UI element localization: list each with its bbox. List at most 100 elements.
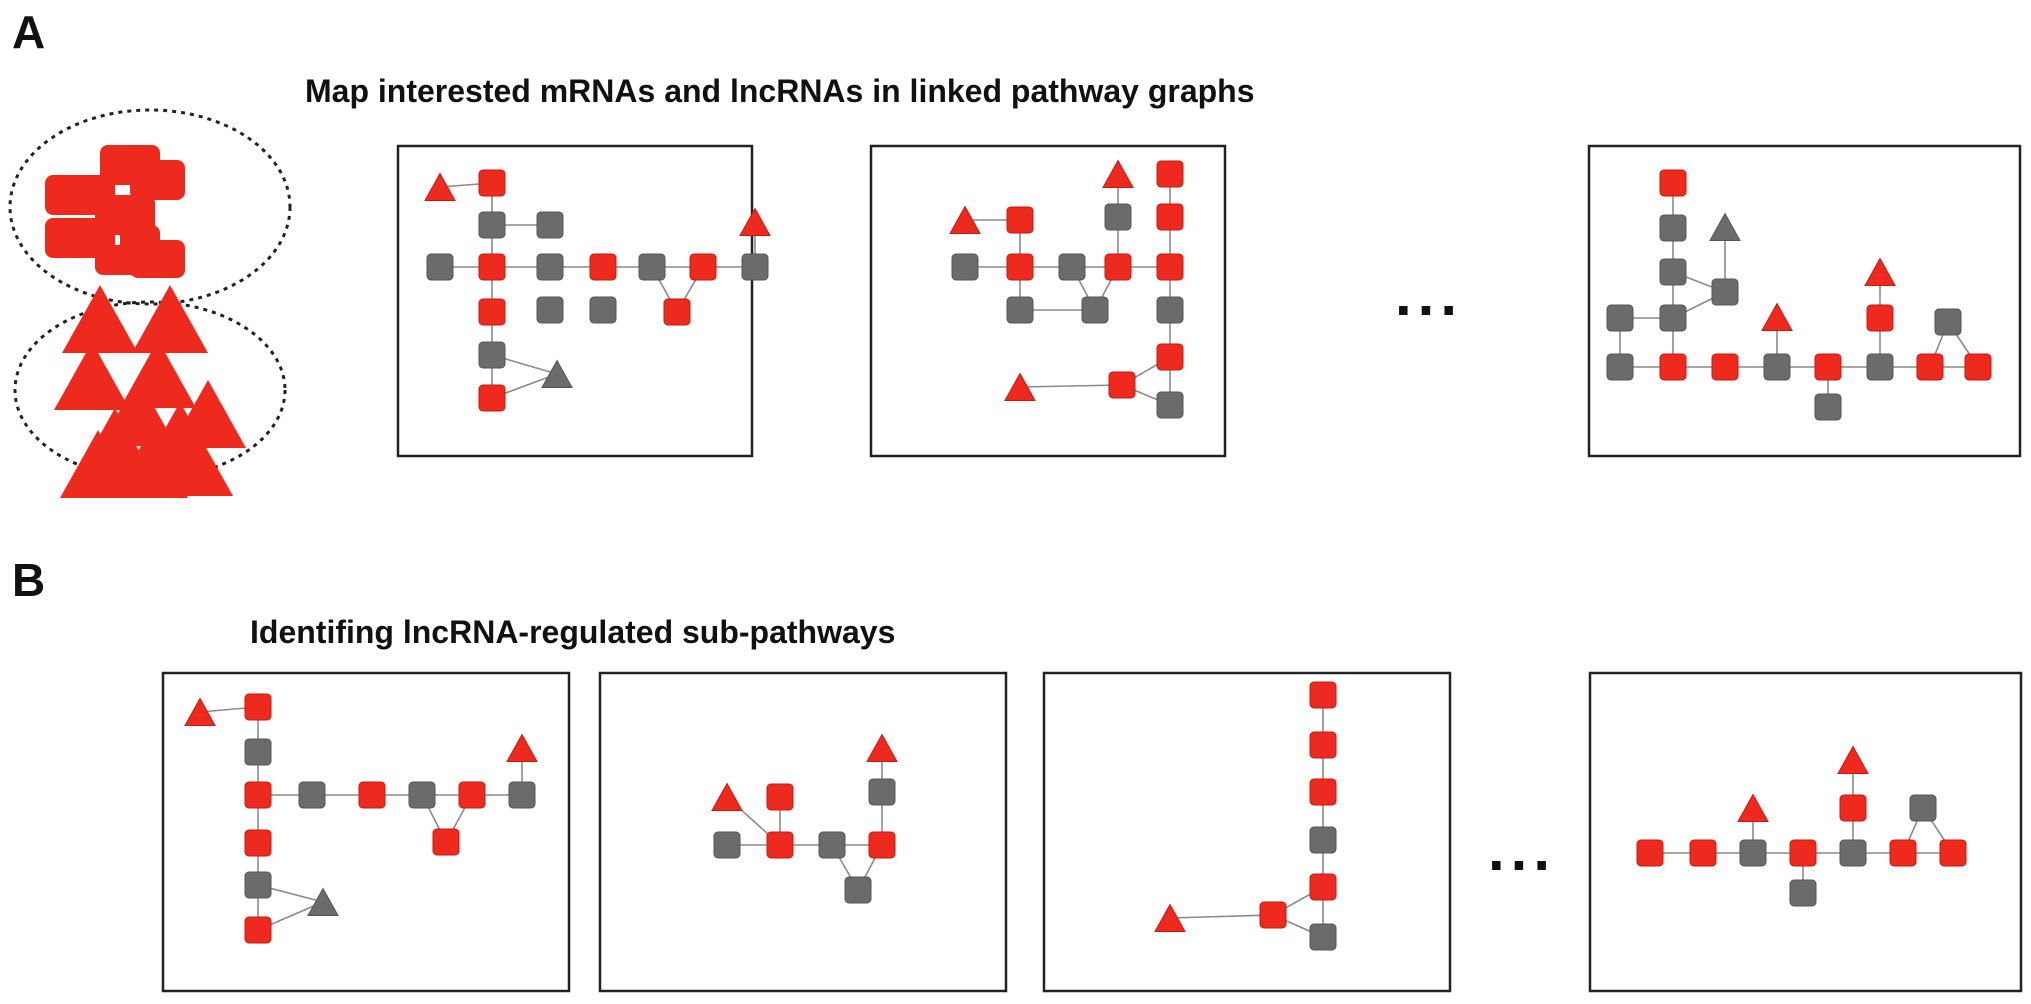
mrna-node [244,916,272,944]
sub-pathway-b4-nodes [1636,745,1967,907]
mrna-node [1964,353,1992,381]
mrna-node [358,781,386,809]
mrna-symbol [95,245,170,275]
gene-node [1659,214,1687,242]
lncrna-node [711,782,743,811]
lncrna-node [1864,257,1896,286]
mrna-node [478,253,506,281]
gene-node [408,781,436,809]
panel-b-caption: Identifing lncRNA-regulated sub-pathways [250,614,895,650]
mrna-node [1814,353,1842,381]
gene-node [1739,839,1767,867]
lncrna-symbol [54,342,130,410]
edge [1019,384,1123,388]
mrna-node [244,829,272,857]
lncrna-node [1102,159,1134,188]
gene-triangle-node [1709,212,1741,241]
gene-node [1156,296,1184,324]
mrna-ellipse [8,108,292,306]
mrna-node [1006,253,1034,281]
mrna-node [1789,839,1817,867]
mrna-node [478,169,506,197]
gene-node [1866,353,1894,381]
mrna-node [1108,371,1136,399]
mrna-node [589,253,617,281]
gene-triangle-node [541,359,573,388]
mrna-node [1156,203,1184,231]
mrna-node [1866,304,1894,332]
mrna-node [244,781,272,809]
graph-nodes-and-edges [184,159,1992,951]
mrna-stack [45,145,185,278]
gene-node [1081,296,1109,324]
panel-b-letter: B [12,554,45,606]
mrna-node [1839,794,1867,822]
mrna-node [1309,681,1337,709]
gene-node [536,253,564,281]
gene-node [244,871,272,899]
mrna-node [478,384,506,412]
mrna-node [1689,839,1717,867]
sub-pathway-b2 [598,671,1008,993]
mrna-node [766,783,794,811]
pathway-graph-a1-nodes [424,169,771,412]
gene-node [426,253,454,281]
lncrna-stack [54,285,246,498]
gene-node [478,211,506,239]
mrna-node [1916,353,1944,381]
gene-node [638,253,666,281]
lncrna-symbol [157,428,233,496]
mrna-node [432,828,460,856]
gene-node [1156,391,1184,419]
mrna-node [244,693,272,721]
gene-node [1006,296,1034,324]
sub-pathway-b1-nodes [184,693,538,944]
mrna-node [1156,343,1184,371]
mrna-node [1309,731,1337,759]
pathway-graph-a2-nodes [949,159,1184,419]
lncrna-node [184,697,216,726]
gene-node [1659,304,1687,332]
mrna-node [1636,839,1664,867]
lncrna-node [1837,745,1869,774]
gene-node [1309,826,1337,854]
mrna-node [1939,839,1967,867]
gene-node [844,876,872,904]
gene-node [1839,839,1867,867]
lncrna-ellipse [13,300,287,480]
gene-node [478,341,506,369]
lncrna-node [949,205,981,234]
ellipsis-a: ... [1395,261,1463,328]
mrna-node [868,831,896,859]
gene-node [1606,304,1634,332]
lncrna-symbol [60,430,136,498]
sub-pathway-b3 [1042,671,1452,993]
pathway-graph-a3 [1587,144,2022,458]
gene-node [713,831,741,859]
sub-pathway-b3-nodes [1154,681,1337,951]
lncrna-node [866,733,898,762]
mrna-node [1156,160,1184,188]
gene-node [508,781,536,809]
gene-node [1606,353,1634,381]
gene-node [1789,879,1817,907]
mrna-node [1711,353,1739,381]
mrna-node [663,298,691,326]
pathway-graph-a1 [396,144,754,458]
gene-node [536,211,564,239]
gene-triangle-node [307,887,339,916]
mrna-node [1659,169,1687,197]
lncrna-symbol [132,285,208,353]
lncrna-cluster [13,285,287,498]
mrna-node [1104,253,1132,281]
ellipsis-b: ... [1488,816,1556,883]
lncrna-node [739,207,771,236]
gene-node [298,781,326,809]
mrna-node [478,298,506,326]
lncrna-node [424,172,456,201]
gene-node [868,778,896,806]
gene-node [1814,393,1842,421]
lncrna-node [1004,372,1036,401]
pathway-graph-a3-nodes [1606,169,1992,421]
